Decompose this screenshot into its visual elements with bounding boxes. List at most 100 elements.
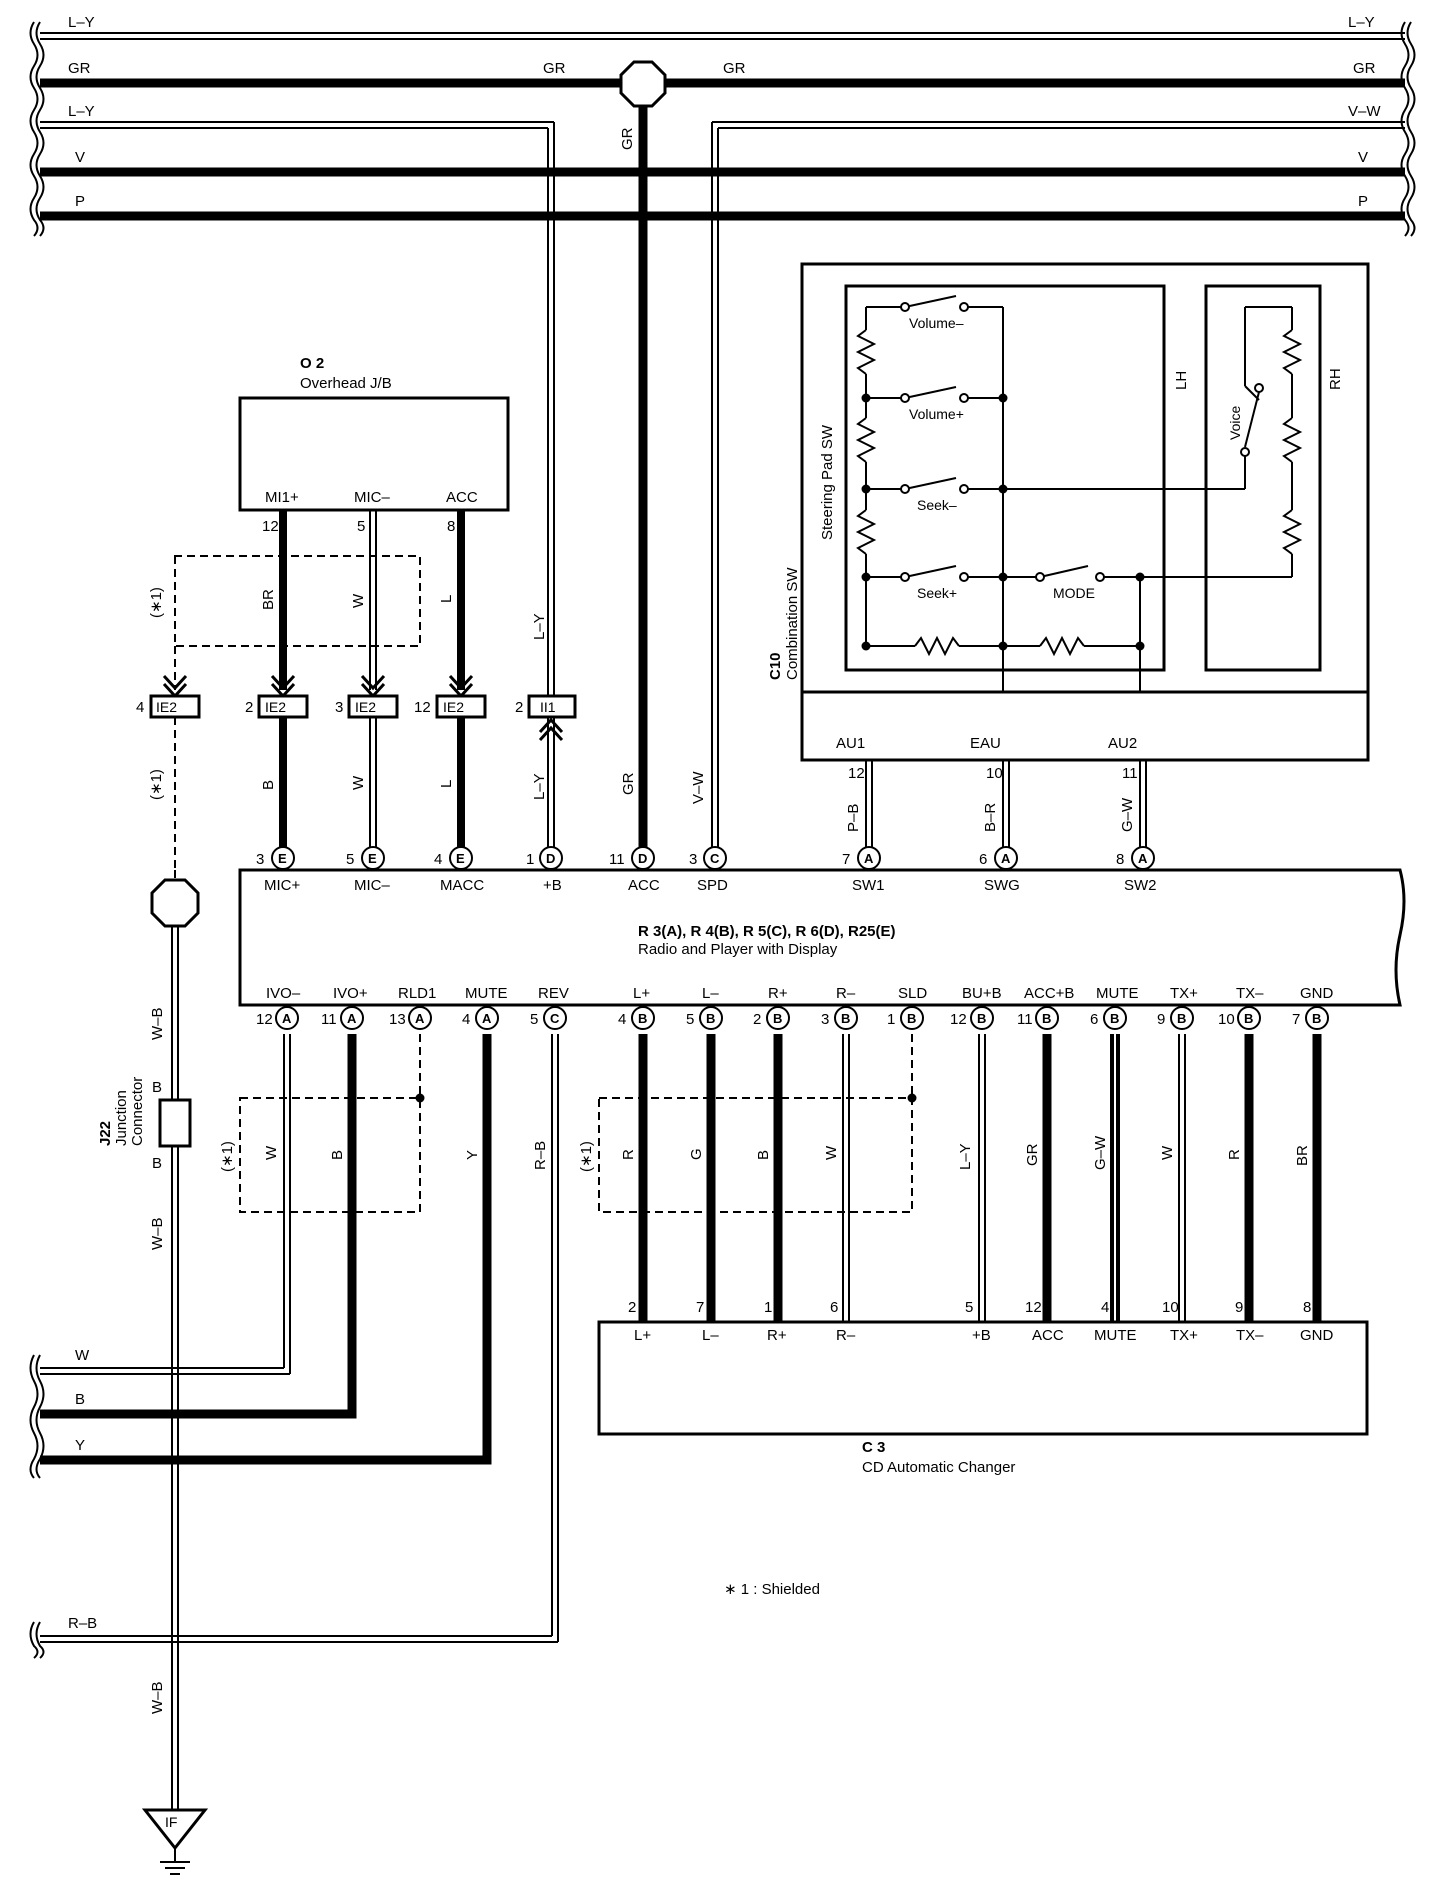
svg-text:A: A [864, 851, 874, 866]
o2-pin-label-mic: MIC– [354, 489, 390, 506]
w-mic-minus-wire [369, 717, 377, 856]
shield-note-lower-left: (∗1) [148, 769, 165, 800]
conn-pin-4: 4 [136, 699, 144, 716]
svg-text:1: 1 [526, 851, 534, 868]
lh-switch-box [844, 284, 1166, 672]
bus-label-v-right: V [1358, 149, 1368, 166]
svg-text:A: A [282, 1011, 292, 1026]
wire-label-br2: B–R [982, 803, 999, 832]
radio-title: R 3(A), R 4(B), R 5(C), R 6(D), R25(E) [638, 923, 896, 940]
bus-label-ly-left: L–Y [68, 14, 95, 31]
conn-label-ie2-c: IE2 [355, 699, 376, 715]
c10-name: Combination SW [784, 567, 801, 680]
j22-name1: Junction [113, 1090, 130, 1146]
mic-minus-wire-top [369, 510, 377, 690]
wire-label-wb-2: W–B [149, 1217, 166, 1250]
svg-text:7: 7 [842, 851, 850, 868]
svg-text:1: 1 [764, 1299, 772, 1316]
bus-label-gr-right: GR [1353, 60, 1376, 77]
svg-text:SPD: SPD [697, 877, 728, 894]
bus-label-gr-mid-right: GR [723, 60, 746, 77]
svg-text:R+: R+ [768, 985, 788, 1002]
svg-text:4: 4 [462, 1011, 470, 1028]
svg-text:12: 12 [950, 1011, 967, 1028]
c10-pin-label-au1: AU1 [836, 735, 865, 752]
svg-text:1: 1 [887, 1011, 895, 1028]
steering-switches [866, 295, 1292, 657]
bus-right-breaks [1400, 21, 1416, 237]
svg-text:A: A [347, 1011, 357, 1026]
svg-text:4: 4 [434, 851, 442, 868]
svg-text:5: 5 [965, 1299, 973, 1316]
svg-text:10: 10 [1218, 1011, 1235, 1028]
bus-label-p-right: P [1358, 193, 1368, 210]
svg-text:A: A [415, 1011, 425, 1026]
svg-text:C: C [710, 851, 720, 866]
svg-text:GND: GND [1300, 985, 1334, 1002]
svg-text:MIC–: MIC– [354, 877, 390, 894]
svg-text:B: B [907, 1011, 916, 1026]
svg-text:R–: R– [836, 985, 856, 1002]
left-wire-label-w: W [75, 1347, 90, 1364]
svg-text:7: 7 [696, 1299, 704, 1316]
svg-text:4: 4 [618, 1011, 626, 1028]
c10-lh: LH [1173, 371, 1190, 390]
left-wire-label-rb: R–B [68, 1615, 97, 1632]
cd-changer-id: C 3 [862, 1439, 885, 1456]
svg-text:L+: L+ [633, 985, 650, 1002]
junction-connector-j22 [158, 1098, 192, 1148]
ly-plusb-wire [547, 122, 555, 856]
svg-text:8: 8 [1116, 851, 1124, 868]
o2-id: O 2 [300, 355, 324, 372]
wire-label-ly-upper: L–Y [531, 613, 548, 640]
svg-text:BU+B: BU+B [962, 985, 1002, 1002]
wire-label-w-mic: W [350, 775, 367, 790]
svg-text:GND: GND [1300, 1327, 1334, 1344]
switch-voice: Voice [1227, 406, 1243, 440]
bus-label-p-left: P [75, 193, 85, 210]
svg-text:7: 7 [1292, 1011, 1300, 1028]
svg-text:B: B [773, 1011, 782, 1026]
cd-changer-wires [638, 1034, 1322, 1322]
svg-text:B: B [1177, 1011, 1186, 1026]
svg-text:G: G [688, 1148, 705, 1160]
svg-text:4: 4 [1101, 1299, 1109, 1316]
svg-text:R: R [620, 1149, 637, 1160]
wire-label-pb: P–B [845, 804, 862, 832]
svg-text:TX–: TX– [1236, 1327, 1264, 1344]
svg-text:12: 12 [1025, 1299, 1042, 1316]
ground-symbol [141, 1808, 209, 1851]
svg-text:R–B: R–B [532, 1141, 549, 1170]
svg-text:GR: GR [1024, 1143, 1041, 1166]
wire-label-b-mic: B [260, 780, 277, 790]
svg-text:10: 10 [1162, 1299, 1179, 1316]
lh-resistor-ladder [855, 306, 905, 646]
cd-changer-pins: 2 L+ 7 L– 1 R+ 6 R– 5 +B 12 ACC 4 MUTE 1… [628, 1299, 1334, 1344]
c10-output-wires [865, 646, 1147, 852]
bus-lines [40, 32, 1405, 221]
splice-point-gr [619, 60, 667, 108]
bus-label-ly-right: L–Y [1348, 14, 1375, 31]
svg-text:IVO–: IVO– [266, 985, 301, 1002]
svg-text:C: C [550, 1011, 560, 1026]
o2-pin-label-acc: ACC [446, 489, 478, 506]
shield-box-upper [174, 555, 421, 647]
svg-text:R–: R– [836, 1327, 856, 1344]
svg-text:W: W [1159, 1145, 1176, 1160]
c10-pin-num-10: 10 [986, 765, 1003, 782]
c10-sub: Steering Pad SW [819, 424, 836, 540]
wire-label-gw: G–W [1119, 797, 1136, 832]
svg-text:Y: Y [464, 1150, 481, 1160]
svg-text:12: 12 [256, 1011, 273, 1028]
svg-text:3: 3 [256, 851, 264, 868]
svg-text:MUTE: MUTE [1094, 1327, 1137, 1344]
svg-text:(∗1): (∗1) [578, 1141, 595, 1172]
cd-changer-box [597, 1320, 1369, 1436]
rh-switch-box [1204, 284, 1322, 672]
svg-text:B: B [841, 1011, 850, 1026]
combination-sw-box [800, 262, 1370, 762]
c10-pin-num-12: 12 [848, 765, 865, 782]
svg-text:L–Y: L–Y [957, 1143, 974, 1170]
svg-text:9: 9 [1235, 1299, 1243, 1316]
svg-text:BR: BR [1294, 1145, 1311, 1166]
